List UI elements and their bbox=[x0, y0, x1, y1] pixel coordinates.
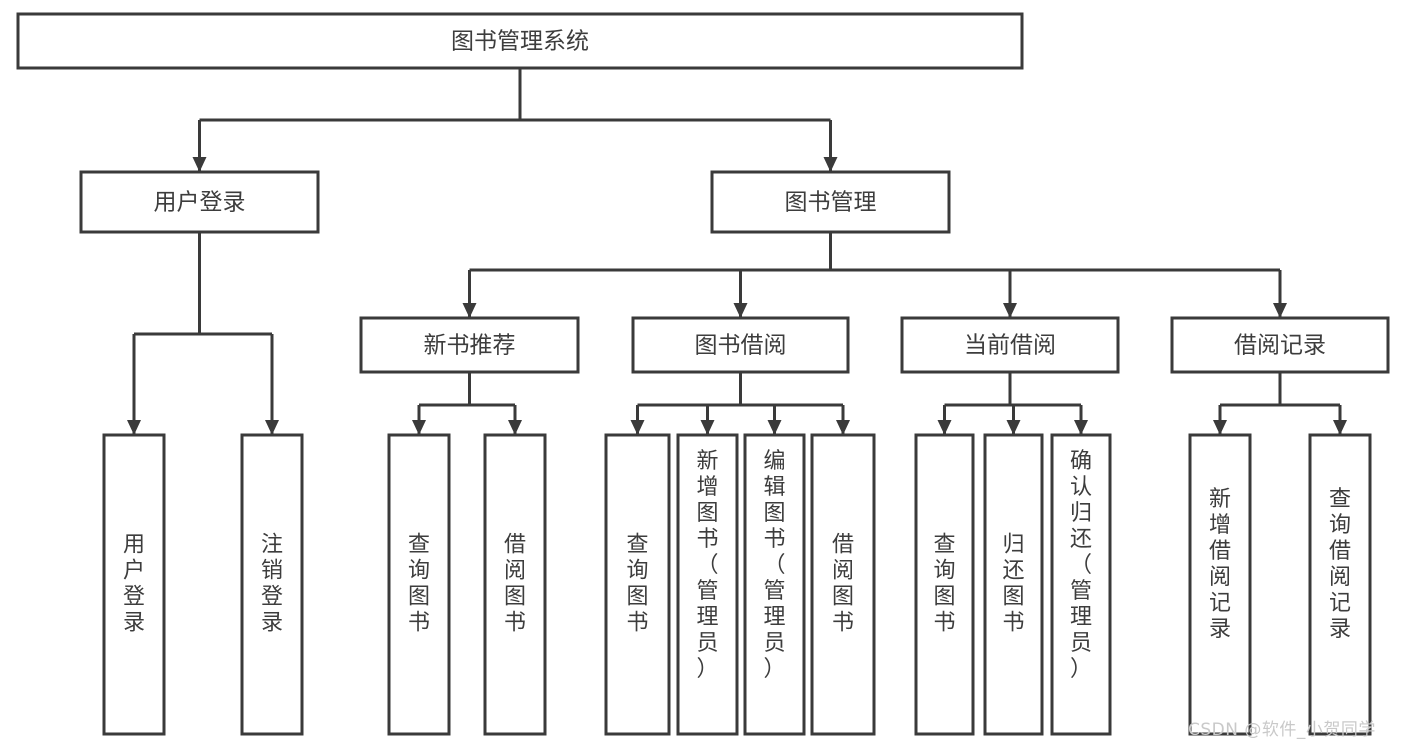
node-label-leaf-user-login: 用户登录 bbox=[123, 533, 145, 636]
arrow-head-icon bbox=[1006, 420, 1021, 435]
watermark-text: CSDN @软件_小贺同学 bbox=[1188, 720, 1376, 740]
arrow-head-icon bbox=[462, 303, 477, 318]
node-box-leaf-query-book-cur bbox=[914, 433, 975, 736]
node-label-leaf-logout: 注销登录 bbox=[261, 533, 283, 636]
connector-group-root bbox=[192, 68, 838, 172]
arrow-head-icon bbox=[700, 420, 715, 435]
node-leaf-confirm-return-admin[interactable]: 确认归还（管理员） bbox=[1050, 433, 1112, 736]
node-user-login[interactable]: 用户登录 bbox=[79, 170, 320, 234]
node-label-current-borrow: 当前借阅 bbox=[964, 333, 1056, 359]
connector-group-book-borrow bbox=[630, 372, 850, 435]
node-box-book-borrow bbox=[631, 316, 850, 374]
node-box-new-book-recommend bbox=[359, 316, 580, 374]
node-box-user-login bbox=[79, 170, 320, 234]
node-label-borrow-record: 借阅记录 bbox=[1234, 333, 1326, 359]
arrow-head-icon bbox=[823, 157, 838, 172]
node-label-new-book-recommend: 新书推荐 bbox=[424, 333, 516, 359]
node-label-leaf-borrow-book: 借阅图书 bbox=[832, 533, 854, 636]
node-leaf-query-book-rec[interactable]: 查询图书 bbox=[387, 433, 451, 736]
node-label-leaf-query-book-rec: 查询图书 bbox=[408, 533, 430, 636]
node-box-leaf-user-login bbox=[102, 433, 166, 736]
arrow-head-icon bbox=[412, 420, 426, 435]
node-box-leaf-return-book bbox=[983, 433, 1044, 736]
arrow-head-icon bbox=[508, 420, 522, 435]
node-leaf-query-book-cur[interactable]: 查询图书 bbox=[914, 433, 975, 736]
node-box-leaf-add-book-admin bbox=[676, 433, 739, 736]
node-label-user-login: 用户登录 bbox=[154, 190, 246, 216]
node-leaf-borrow-book[interactable]: 借阅图书 bbox=[810, 433, 876, 736]
node-box-current-borrow bbox=[900, 316, 1120, 374]
arrow-head-icon bbox=[1273, 303, 1287, 318]
node-leaf-borrow-book-rec[interactable]: 借阅图书 bbox=[483, 433, 547, 736]
node-label-leaf-confirm-return-admin: 确认归还（管理员） bbox=[1070, 449, 1092, 682]
arrow-head-icon bbox=[1213, 420, 1227, 435]
arrow-head-icon bbox=[630, 420, 645, 435]
arrow-head-icon bbox=[1333, 420, 1347, 435]
node-label-book-borrow: 图书借阅 bbox=[695, 333, 787, 359]
node-current-borrow[interactable]: 当前借阅 bbox=[900, 316, 1120, 374]
node-box-leaf-query-book-rec bbox=[387, 433, 451, 736]
node-leaf-logout[interactable]: 注销登录 bbox=[240, 433, 304, 736]
node-label-leaf-query-book-cur: 查询图书 bbox=[933, 533, 955, 636]
node-box-book-management bbox=[710, 170, 951, 234]
node-label-leaf-add-borrow-record: 新增借阅记录 bbox=[1209, 487, 1231, 642]
node-borrow-record[interactable]: 借阅记录 bbox=[1170, 316, 1390, 374]
arrow-head-icon bbox=[937, 420, 952, 435]
node-book-management[interactable]: 图书管理 bbox=[710, 170, 951, 234]
node-label-leaf-query-book-borrow: 查询图书 bbox=[626, 533, 648, 636]
connector-group-borrow-record bbox=[1213, 372, 1347, 435]
node-label-book-management: 图书管理 bbox=[785, 190, 877, 216]
connector-group-current-borrow bbox=[937, 372, 1088, 435]
node-leaf-add-borrow-record[interactable]: 新增借阅记录 bbox=[1188, 433, 1252, 736]
arrow-head-icon bbox=[1074, 420, 1088, 435]
arrow-head-icon bbox=[836, 420, 850, 435]
node-box-borrow-record bbox=[1170, 316, 1390, 374]
node-leaf-user-login[interactable]: 用户登录 bbox=[102, 433, 166, 736]
node-leaf-query-book-borrow[interactable]: 查询图书 bbox=[604, 433, 671, 736]
node-label-root: 图书管理系统 bbox=[451, 29, 589, 55]
connector-group-book-management bbox=[462, 232, 1287, 318]
node-leaf-add-book-admin[interactable]: 新增图书（管理员） bbox=[676, 433, 739, 736]
node-box-leaf-edit-book-admin bbox=[743, 433, 806, 736]
node-new-book-recommend[interactable]: 新书推荐 bbox=[359, 316, 580, 374]
arrow-head-icon bbox=[192, 157, 207, 172]
node-label-leaf-borrow-book-rec: 借阅图书 bbox=[504, 533, 526, 636]
node-leaf-query-borrow-record[interactable]: 查询借阅记录 bbox=[1308, 433, 1372, 736]
node-label-leaf-edit-book-admin: 编辑图书（管理员） bbox=[763, 449, 785, 682]
arrow-head-icon bbox=[767, 420, 782, 435]
connector-group-user-login bbox=[127, 232, 279, 435]
connectors-layer bbox=[127, 68, 1347, 435]
node-box-leaf-borrow-book bbox=[810, 433, 876, 736]
node-label-leaf-query-borrow-record: 查询借阅记录 bbox=[1329, 487, 1351, 642]
node-box-leaf-query-borrow-record bbox=[1308, 433, 1372, 736]
node-label-leaf-return-book: 归还图书 bbox=[1002, 533, 1024, 636]
node-box-leaf-add-borrow-record bbox=[1188, 433, 1252, 736]
node-leaf-return-book[interactable]: 归还图书 bbox=[983, 433, 1044, 736]
node-label-leaf-add-book-admin: 新增图书（管理员） bbox=[696, 449, 718, 682]
arrow-head-icon bbox=[127, 420, 141, 435]
arrow-head-icon bbox=[1003, 303, 1017, 318]
node-box-leaf-logout bbox=[240, 433, 304, 736]
node-book-borrow[interactable]: 图书借阅 bbox=[631, 316, 850, 374]
arrow-head-icon bbox=[733, 303, 748, 318]
arrow-head-icon bbox=[265, 420, 279, 435]
node-box-leaf-query-book-borrow bbox=[604, 433, 671, 736]
nodes-layer: 图书管理系统用户登录图书管理新书推荐图书借阅当前借阅借阅记录用户登录注销登录查询… bbox=[16, 12, 1390, 736]
connector-group-new-book-recommend bbox=[412, 372, 522, 435]
node-box-leaf-borrow-book-rec bbox=[483, 433, 547, 736]
node-box-leaf-confirm-return-admin bbox=[1050, 433, 1112, 736]
node-root[interactable]: 图书管理系统 bbox=[16, 12, 1024, 70]
node-box-root bbox=[16, 12, 1024, 70]
node-leaf-edit-book-admin[interactable]: 编辑图书（管理员） bbox=[743, 433, 806, 736]
